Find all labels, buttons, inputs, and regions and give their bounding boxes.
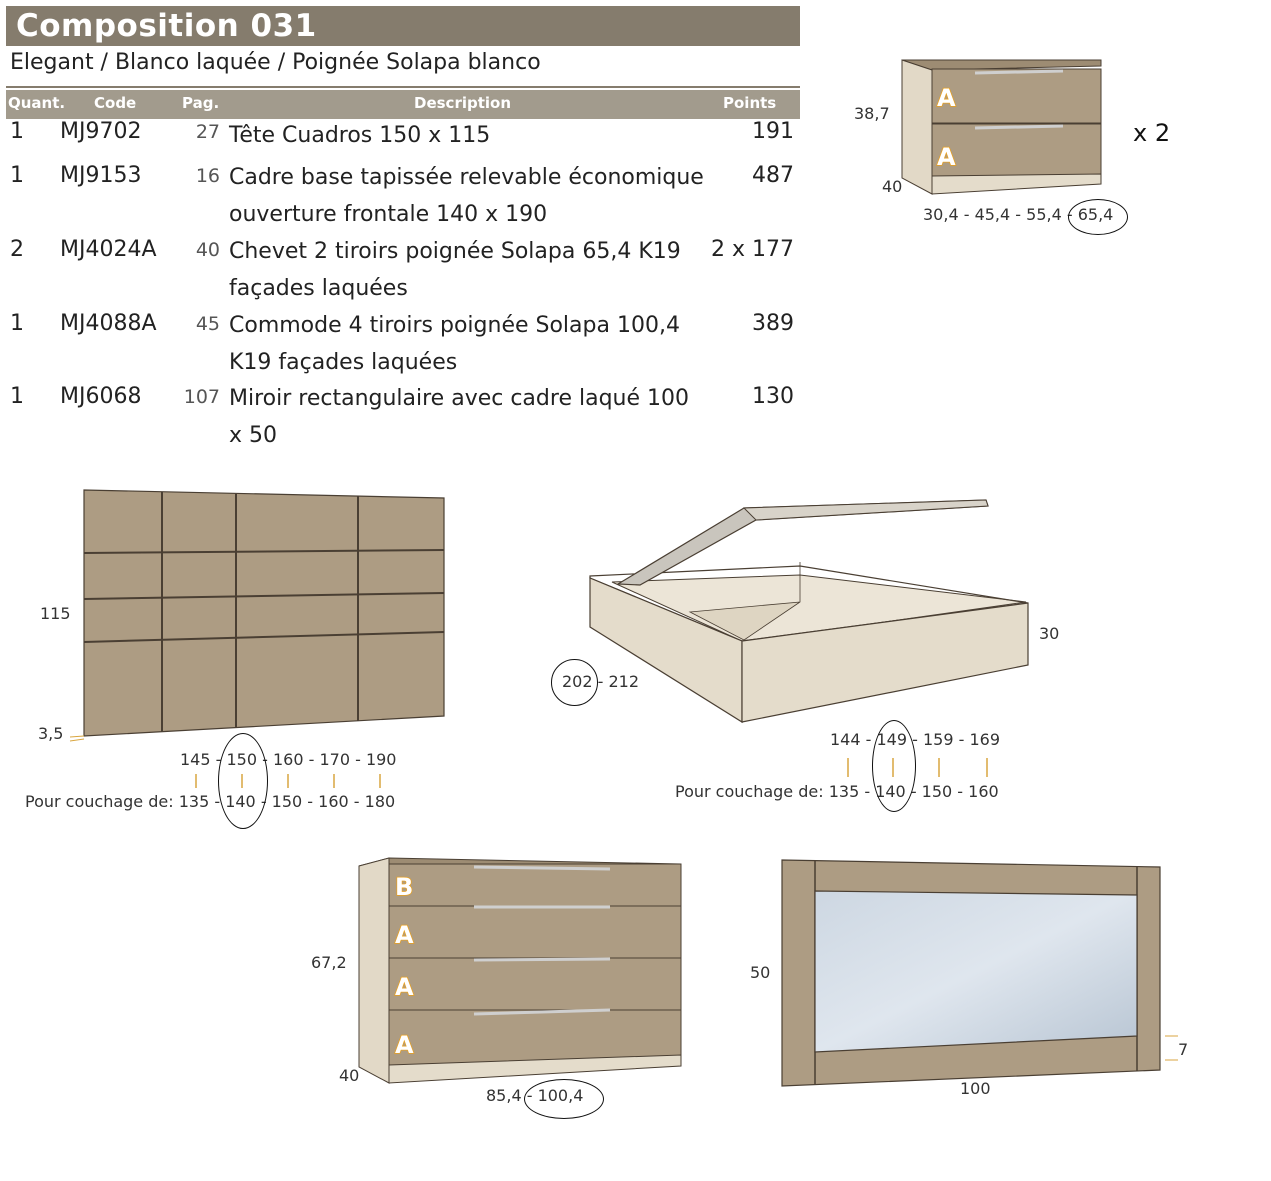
selected-size-oval [524, 1079, 604, 1119]
nightstand-depth: 40 [882, 177, 903, 196]
divider [6, 86, 800, 88]
row-page: 45 [195, 313, 220, 335]
row-page: 40 [195, 239, 220, 261]
dresser-height: 67,2 [311, 953, 347, 972]
column-code: Code [94, 94, 137, 112]
mirror-width: 100 [960, 1079, 991, 1098]
row-points: 487 [752, 163, 794, 188]
row-quant: 2 [10, 237, 24, 262]
dresser-depth: 40 [339, 1066, 360, 1085]
row-description: Cadre base tapissée relevable économique… [229, 165, 704, 227]
nightstand-height: 38,7 [854, 104, 890, 123]
drawer-label: A [937, 143, 956, 171]
row-code: MJ4088A [60, 311, 157, 336]
row-code: MJ4024A [60, 237, 157, 262]
row-code: MJ6068 [60, 384, 142, 409]
drawer-label: B [395, 873, 413, 901]
headboard-widths: 145 - 150 - 160 - 170 - 190 [180, 750, 397, 769]
selected-size-oval [218, 733, 268, 829]
table-header: Quant. Code Pag. Description Points [6, 90, 800, 119]
subtitle: Elegant / Blanco laquée / Poignée Solapa… [10, 50, 541, 75]
row-points: 130 [752, 384, 794, 409]
column-quant: Quant. [8, 94, 66, 112]
row-quant: 1 [10, 311, 24, 336]
drawer-label: A [395, 1031, 414, 1059]
drawer-label: A [395, 973, 414, 1001]
column-points: Points [723, 94, 777, 112]
row-points: 389 [752, 311, 794, 336]
row-code: MJ9702 [60, 119, 142, 144]
row-code: MJ9153 [60, 163, 142, 188]
row-description: Commode 4 tiroirs poignée Solapa 100,4 K… [229, 313, 680, 375]
row-points: 2 x 177 [711, 237, 794, 262]
row-quant: 1 [10, 119, 24, 144]
selected-size-oval [872, 720, 916, 812]
title-bar: Composition 031 [6, 6, 800, 46]
row-points: 191 [752, 119, 794, 144]
nightstand-multiplier: x 2 [1133, 119, 1171, 147]
row-page: 16 [195, 165, 220, 187]
row-description: Tête Cuadros 150 x 115 [229, 123, 491, 148]
nightstand-widths: 30,4 - 45,4 - 55,4 - 65,4 [923, 205, 1114, 224]
headboard-thickness: 3,5 [38, 724, 64, 743]
selected-size-oval [551, 659, 598, 706]
bed-frame-bed-sizes: Pour couchage de: 135 - 140 - 150 - 160 [675, 782, 999, 801]
page-title: Composition 031 [16, 8, 317, 44]
row-description: Miroir rectangulaire avec cadre laqué 10… [229, 386, 689, 448]
bed-frame-widths: 144 - 149 - 159 - 169 [830, 730, 1000, 749]
row-page: 27 [195, 121, 220, 143]
column-page: Pag. [182, 94, 220, 112]
bed-frame-height: 30 [1039, 624, 1060, 643]
row-quant: 1 [10, 384, 24, 409]
selected-size-oval [1068, 199, 1128, 235]
headboard-bed-sizes: Pour couchage de: 135 - 140 - 150 - 160 … [25, 792, 396, 811]
row-description: Chevet 2 tiroirs poignée Solapa 65,4 K19… [229, 239, 681, 301]
drawer-label: A [937, 84, 956, 112]
column-description: Description [414, 94, 512, 112]
row-quant: 1 [10, 163, 24, 188]
mirror-height: 50 [750, 963, 771, 982]
mirror-frame-width: 7 [1178, 1040, 1189, 1059]
drawer-label: A [395, 921, 414, 949]
headboard-height: 115 [40, 604, 71, 623]
row-page: 107 [183, 386, 220, 408]
